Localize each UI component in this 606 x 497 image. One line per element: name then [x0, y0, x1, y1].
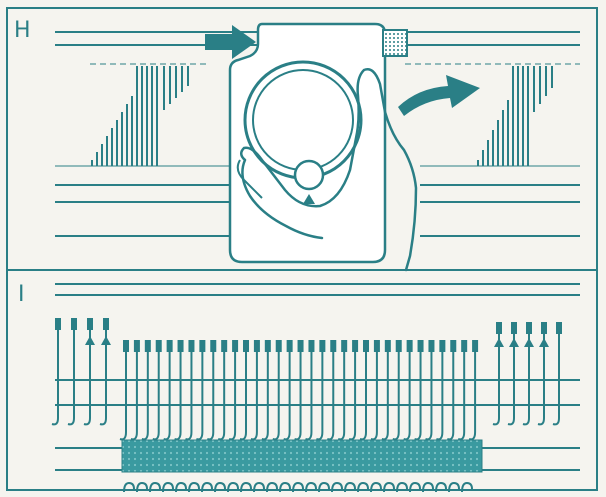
working-needle [360, 340, 369, 439]
raised-needle-right [538, 322, 549, 424]
raised-needle-left [52, 318, 61, 424]
working-needle [229, 340, 238, 439]
working-needle [393, 340, 402, 439]
working-needle [415, 340, 424, 439]
working-needle [120, 340, 129, 439]
carriage-plate [230, 24, 407, 262]
raised-needle-right [508, 322, 519, 424]
working-needle [316, 340, 325, 439]
raised-needle-right [523, 322, 534, 424]
raised-needle-left [84, 318, 95, 424]
working-needle [196, 340, 205, 439]
right-needle-staircase [478, 66, 552, 166]
working-needle [469, 340, 478, 439]
working-needle [175, 340, 184, 439]
working-needle [207, 340, 216, 439]
working-needle [218, 340, 227, 439]
working-needle [131, 340, 140, 439]
working-needle [371, 340, 380, 439]
left-needle-staircase [92, 66, 188, 166]
working-needle [447, 340, 456, 439]
working-needle [382, 340, 391, 439]
working-needle [327, 340, 336, 439]
working-needle [153, 340, 162, 439]
movement-arrow [398, 75, 480, 116]
working-needle [240, 340, 249, 439]
working-needle [338, 340, 347, 439]
working-needle [404, 340, 413, 439]
working-needle [436, 340, 445, 439]
working-needle [349, 340, 358, 439]
working-needle [262, 340, 271, 439]
raised-needle-right [493, 322, 504, 424]
working-needle [185, 340, 194, 439]
working-needle [284, 340, 293, 439]
raised-needle-right [553, 322, 562, 424]
working-needle [142, 340, 151, 439]
working-needle [425, 340, 434, 439]
working-needle [458, 340, 467, 439]
working-needle [164, 340, 173, 439]
working-needle [305, 340, 314, 439]
raised-needle-left [68, 318, 77, 424]
working-needle [295, 340, 304, 439]
working-needle [273, 340, 282, 439]
working-needle [251, 340, 260, 439]
knitted-fabric [122, 440, 482, 472]
raised-needle-left [100, 318, 111, 424]
push-arrow [205, 25, 256, 59]
